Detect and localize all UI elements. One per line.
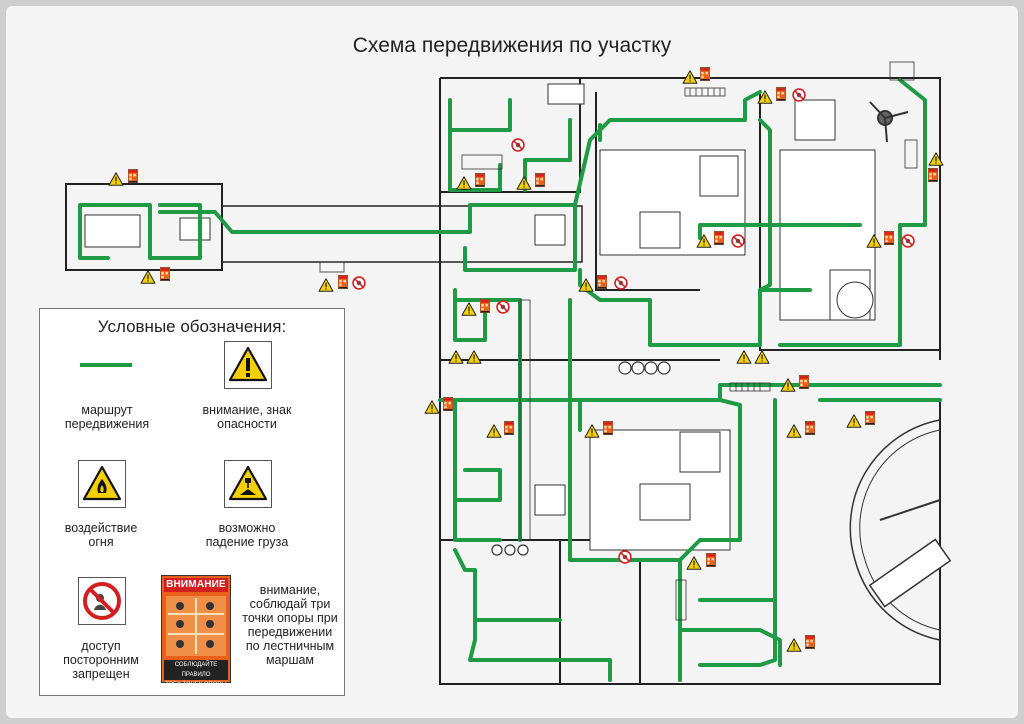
warning-triangle-icon [448, 350, 464, 364]
legend-fire-box [78, 460, 126, 508]
crusher [534, 214, 566, 246]
warning-triangle-icon [108, 172, 124, 186]
legend-warning-caption: внимание, знак опасности [202, 403, 292, 431]
inner-wall-b [595, 92, 700, 291]
poster-icon [714, 231, 724, 245]
fire-warning-icon [82, 465, 122, 501]
poster-icon [160, 267, 170, 281]
crusher-2 [534, 484, 566, 516]
route [78, 78, 942, 682]
legend-poster-caption: внимание, соблюдай три точки опоры при п… [242, 583, 338, 667]
gallery-conveyor [221, 205, 583, 263]
no-entry-icon [614, 276, 628, 290]
poster-icon [475, 173, 485, 187]
legend-poster-footer-2: ТРЕХ ТОЧЕК ОПОРЫ [165, 682, 227, 688]
no-entry-icon [511, 138, 525, 152]
poster-icon [443, 397, 453, 411]
warning-triangle-icon [686, 556, 702, 570]
poster-icon [128, 169, 138, 183]
warning-triangle-icon [736, 350, 752, 364]
poster-icon [480, 299, 490, 313]
legend-noentry-box [78, 577, 126, 625]
legend-poster-footer-1: СОБЛЮДАЙТЕ ПРАВИЛО [174, 662, 218, 678]
machine-upper-motor [639, 211, 681, 249]
poster-icon [597, 275, 607, 289]
main-building-outline [439, 77, 941, 685]
tank [849, 419, 952, 641]
legend-warning-box [224, 341, 272, 389]
hoist-house [794, 99, 836, 141]
poster-icon [535, 173, 545, 187]
warning-triangle-icon [786, 638, 802, 652]
poster-icon [928, 168, 938, 182]
inner-wall-c [759, 92, 940, 351]
no-entry-icon [352, 276, 366, 290]
legend-poster-figures [166, 596, 226, 656]
poster-icon [504, 421, 514, 435]
rotor [869, 101, 909, 143]
poster-icon [865, 411, 875, 425]
no-entry-icon [901, 234, 915, 248]
legend-poster: ВНИМАНИЕ СОБЛЮДАЙТЕ ПРАВИЛО ТРЕХ ТОЧЕК О… [161, 575, 231, 688]
legend-load-caption: возможно падение груза [205, 521, 289, 549]
warning-triangle-icon [516, 176, 532, 190]
no-entry-icon [618, 550, 632, 564]
annex-block-1 [84, 214, 141, 248]
machine-lower-unit [679, 431, 721, 473]
no-entry-icon [792, 88, 806, 102]
no-entry-icon [83, 582, 121, 620]
warning-triangle-icon [228, 346, 268, 382]
legend-poster-header: ВНИМАНИЕ [164, 578, 228, 592]
poster-icon [799, 375, 809, 389]
poster-icon [700, 67, 710, 81]
warning-triangle-icon [486, 424, 502, 438]
warning-triangle-icon [424, 400, 440, 414]
pulley [836, 281, 874, 319]
poster-icon [805, 635, 815, 649]
poster-icon [805, 421, 815, 435]
machine-upper-unit [699, 155, 739, 197]
box-top [547, 83, 585, 105]
legend-title: Условные обозначения: [97, 317, 287, 336]
annex-block-2 [179, 217, 211, 241]
legend-fire-caption: воздействие огня [64, 521, 138, 549]
falling-load-icon [228, 465, 268, 501]
equipment [84, 83, 876, 551]
legend-poster-footer: СОБЛЮДАЙТЕ ПРАВИЛО ТРЕХ ТОЧЕК ОПОРЫ [164, 660, 228, 688]
poster-icon [338, 275, 348, 289]
warning-triangle-icon [461, 302, 477, 316]
legend-route-line [80, 363, 132, 367]
warning-triangle-icon [754, 350, 770, 364]
legend: Условные обозначения: маршрут передвижен… [39, 308, 345, 696]
legend-noentry-caption: доступ посторонним запрещен [63, 639, 139, 681]
no-entry-icon [496, 300, 510, 314]
poster-icon [776, 87, 786, 101]
page-title: Схема передвижения по участку [352, 34, 672, 57]
drums [491, 361, 671, 556]
poster-icon [603, 421, 613, 435]
warning-triangle-icon [456, 176, 472, 190]
no-entry-icon [731, 234, 745, 248]
staircases [319, 61, 918, 621]
poster-icon [884, 231, 894, 245]
warning-triangle-icon [140, 270, 156, 284]
warning-triangle-icon [318, 278, 334, 292]
machine-lower-motor [639, 483, 691, 521]
warning-triangle-icon [786, 424, 802, 438]
warning-triangle-icon [466, 350, 482, 364]
warning-triangle-icon [846, 414, 862, 428]
legend-route-caption: маршрут передвижения [64, 403, 150, 431]
legend-load-box [224, 460, 272, 508]
poster-icon [706, 553, 716, 567]
